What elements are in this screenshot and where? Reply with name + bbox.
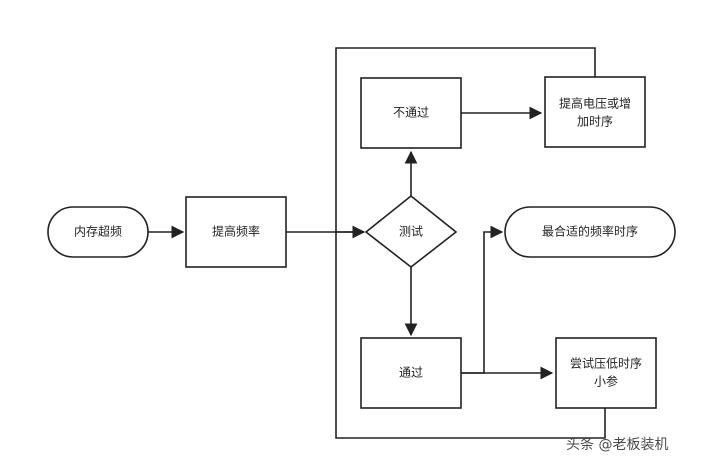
node-raise-voltage-label-line1: 提高电压或增 <box>559 96 631 111</box>
node-pass <box>360 337 462 409</box>
node-raise-voltage-label-line2: 加时序 <box>577 114 613 129</box>
node-try-lower-label-line1: 尝试压低时序 <box>570 356 642 371</box>
watermark: 头条 @老板装机 <box>566 437 669 453</box>
node-raise-voltage <box>544 76 646 148</box>
node-fail-label: 不通过 <box>393 106 429 120</box>
node-test-label: 测试 <box>399 224 423 239</box>
node-try-lower-label-line2: 小参 <box>594 374 618 389</box>
edge-try-lower-loop-to-test <box>335 232 606 439</box>
edge-pass-to-best-timing <box>461 225 504 374</box>
node-test <box>364 194 458 269</box>
node-fail <box>360 77 462 149</box>
node-overclock-label: 内存超频 <box>74 224 122 239</box>
node-raise-freq <box>185 196 287 268</box>
node-pass-label: 通过 <box>399 366 423 380</box>
node-overclock <box>47 206 149 258</box>
node-raise-freq-label: 提高频率 <box>212 224 260 239</box>
node-best-timing <box>504 206 676 258</box>
node-try-lower <box>555 337 657 409</box>
edge-raise-voltage-loop-to-test <box>335 47 596 233</box>
node-best-timing-label: 最合适的频率时序 <box>542 224 638 239</box>
